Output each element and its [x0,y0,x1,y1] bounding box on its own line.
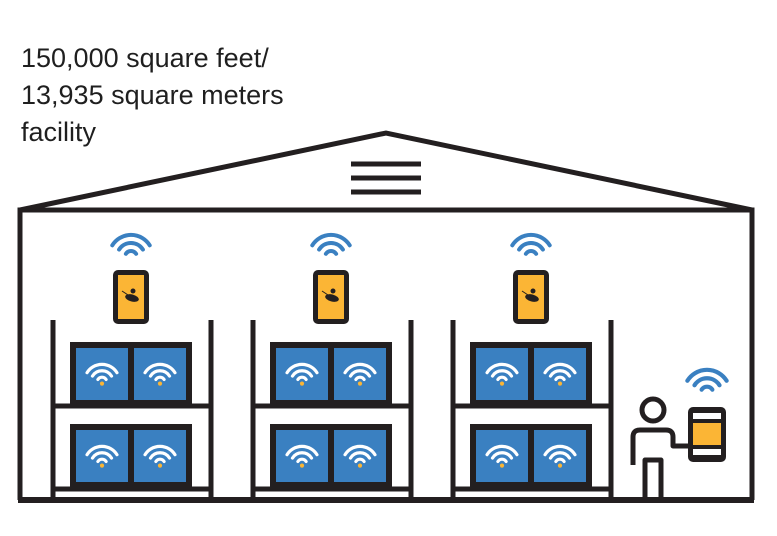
tablet-screen [693,423,721,445]
wifi-dot [499,381,505,386]
rack-unit [450,232,614,500]
wifi-icon [110,232,152,256]
tagged-box [534,348,586,400]
bee-logo-icon [321,288,339,302]
wifi-icon [85,444,119,468]
wifi-icon [685,367,729,392]
wifi-icon [143,362,177,386]
wifi-icon [285,362,319,386]
wifi-icon [143,444,177,468]
bee-logo-icon [521,288,539,302]
tablet-icon [688,407,726,462]
wifi-dot [499,463,505,468]
wifi-dot [557,381,563,386]
tagged-box [276,430,328,482]
wifi-dot [157,381,163,386]
wifi-dot [99,381,105,386]
tagged-box [134,348,186,400]
wifi-dot [299,381,305,386]
roof [19,130,753,213]
tagged-box [134,430,186,482]
tagged-box [76,430,128,482]
person-icon [630,396,692,500]
wifi-icon [343,362,377,386]
wifi-icon [285,444,319,468]
warehouse-outline [17,130,755,503]
wifi-icon [510,232,552,256]
tagged-box [76,348,128,400]
tagged-box [476,430,528,482]
tagged-box [476,348,528,400]
facility-size-caption: 150,000 square feet/ 13,935 square meter… [21,40,284,151]
tagged-box [534,430,586,482]
wifi-dot [157,463,163,468]
wifi-dot [357,463,363,468]
wifi-icon [543,444,577,468]
wifi-icon [543,362,577,386]
wifi-icon [343,444,377,468]
wifi-dot [99,463,105,468]
tagged-box [334,348,386,400]
building-walls [17,207,755,500]
wifi-dot [299,463,305,468]
wifi-icon [85,362,119,386]
wifi-icon [485,362,519,386]
caption-line: 150,000 square feet/ [21,43,269,73]
tagged-box [276,348,328,400]
tagged-box [334,430,386,482]
caption-line: 13,935 square meters [21,80,284,110]
rack-unit [50,232,214,500]
caption-line: facility [21,117,97,147]
wifi-dot [557,463,563,468]
wifi-icon [310,232,352,256]
rack-unit [250,232,414,500]
wifi-icon [485,444,519,468]
wifi-dot [357,381,363,386]
bee-logo-icon [121,288,139,302]
vent-icon [351,161,421,195]
